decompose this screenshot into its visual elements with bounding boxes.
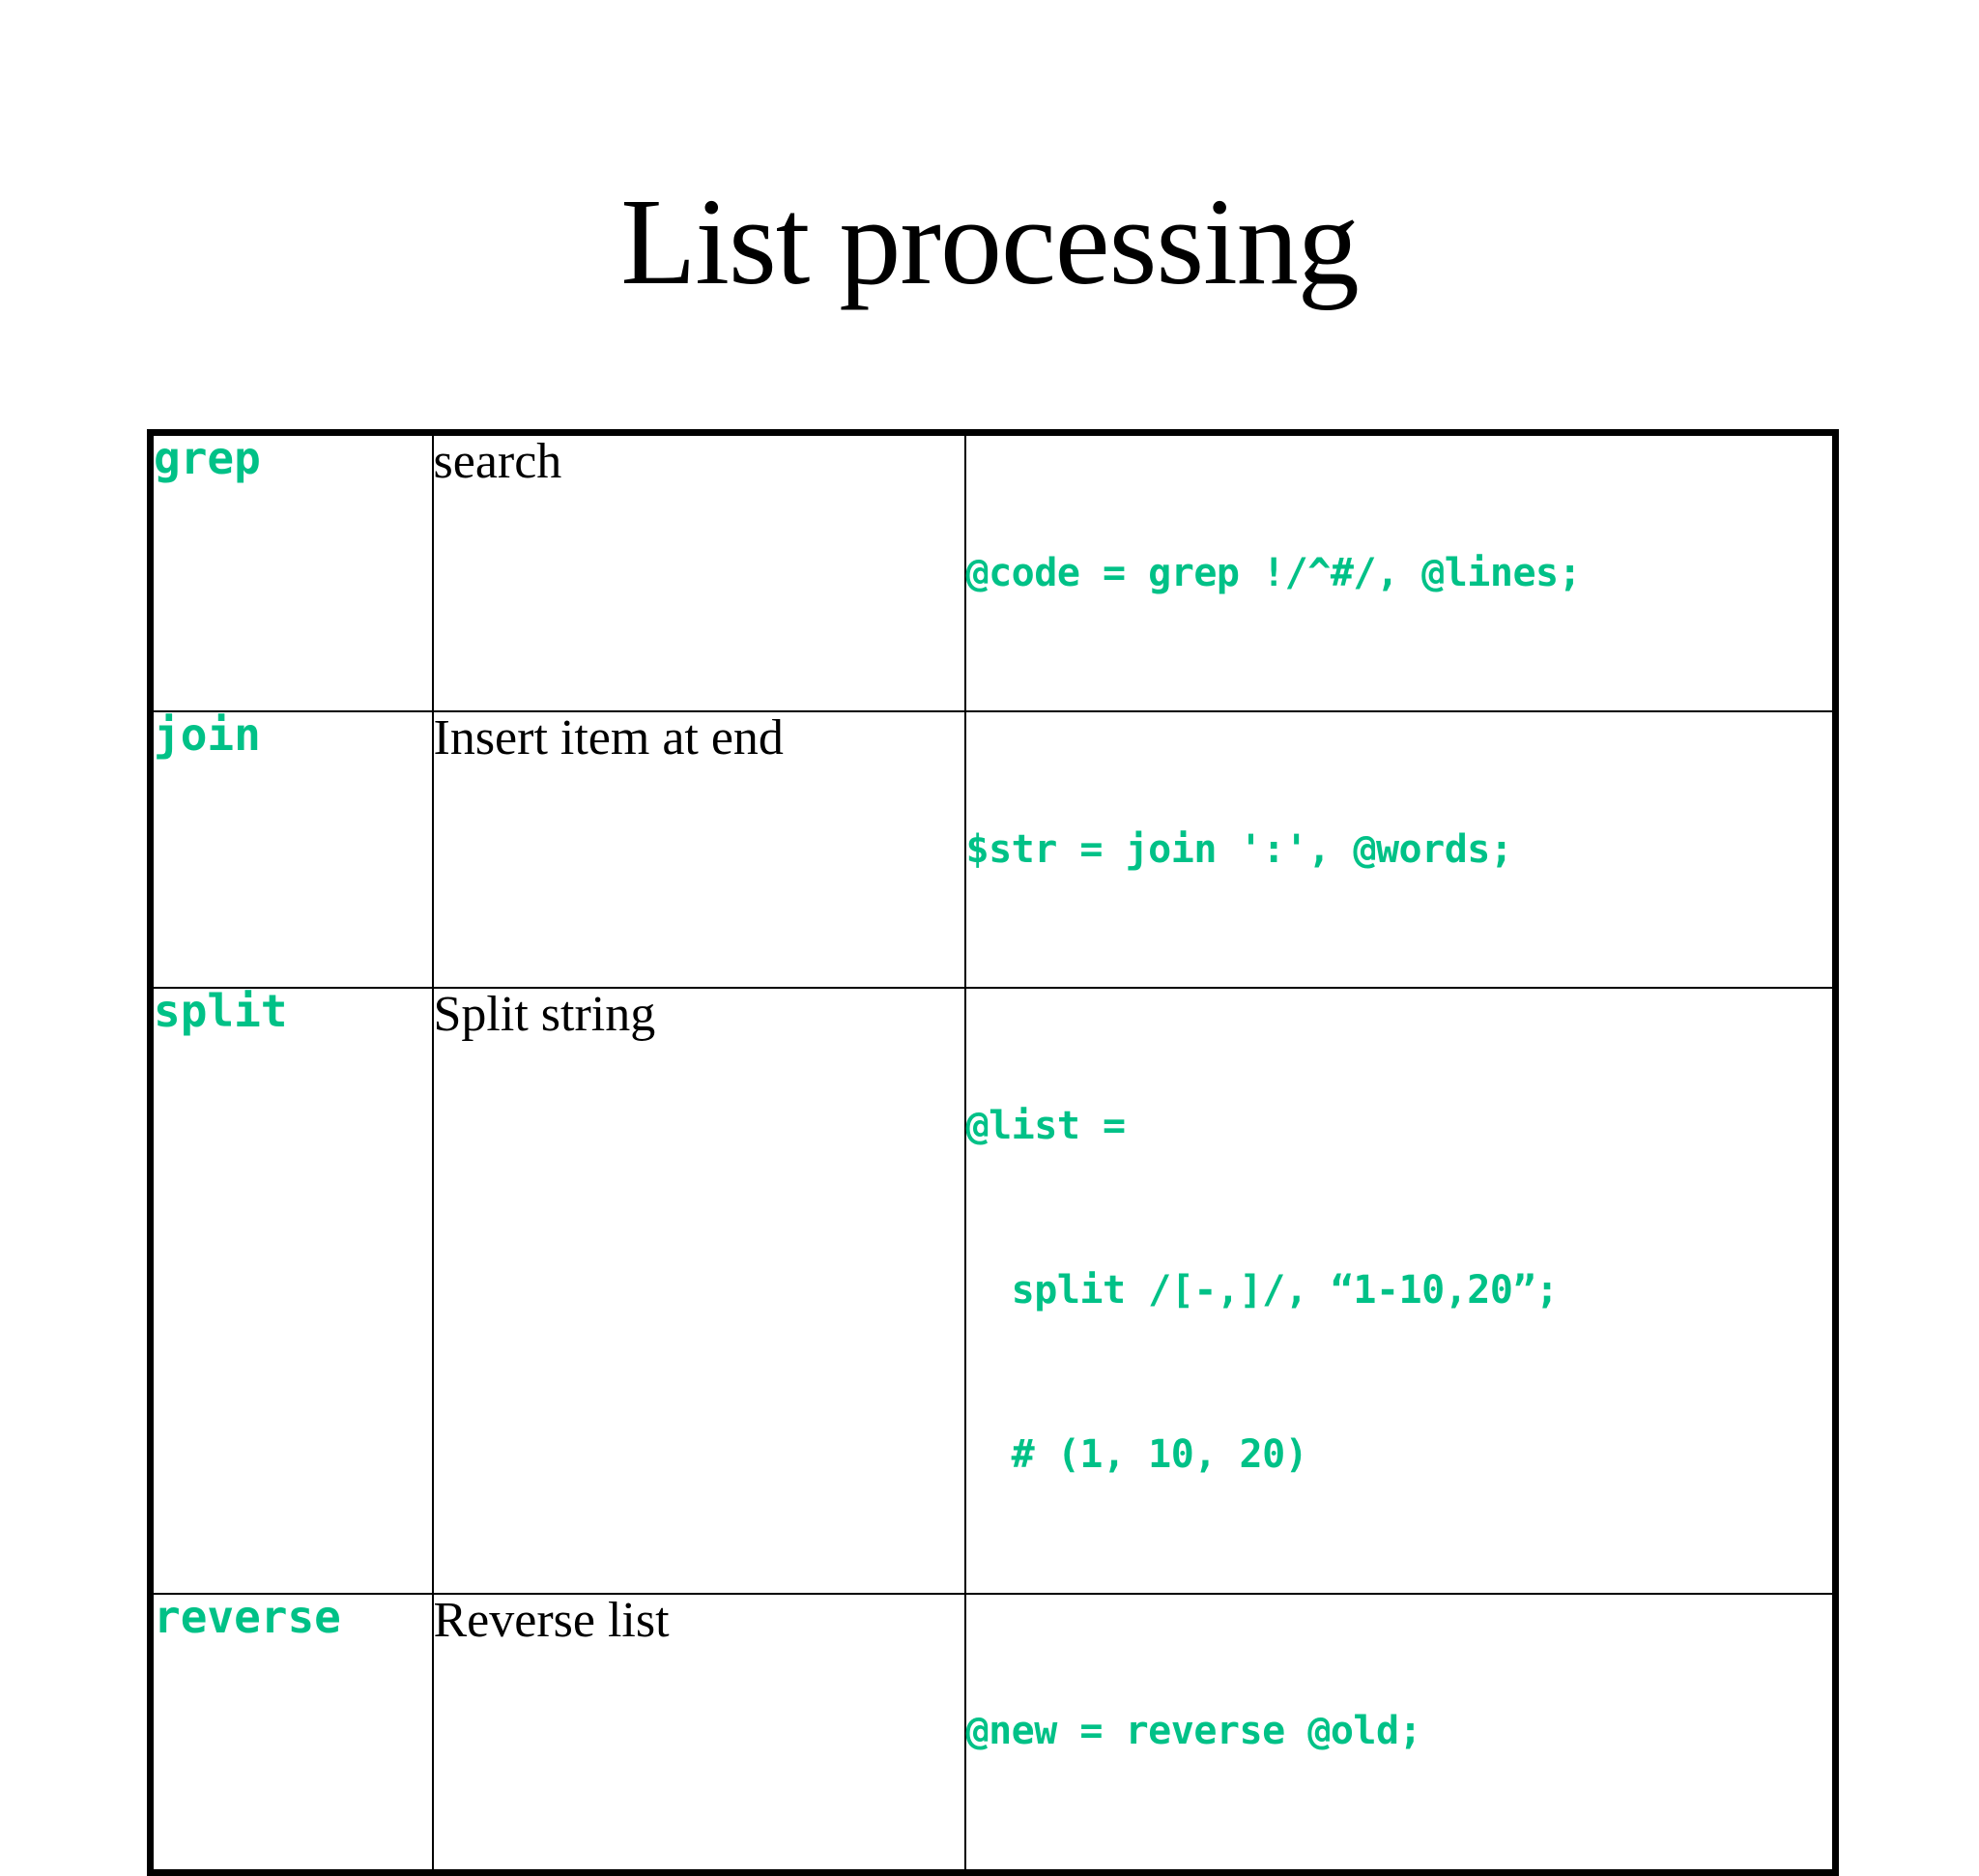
function-example-cell: @list = split /[-,]/, “1-10,20”; # (1, 1… [963,986,1837,1595]
function-example-cell: $str = join ':', @words; [963,709,1837,989]
code-line: @code = grep !/^#/, @lines; [965,550,1582,595]
function-example-cell: @new = reverse @old; [963,1592,1837,1874]
table-row: split Split string @list = split /[-,]/,… [149,986,1837,1595]
function-name-cell: split [149,986,434,1595]
page-title: List processing [620,173,1360,310]
function-name-cell: grep [149,431,434,712]
code-line: split /[-,]/, “1-10,20”; [965,1267,1559,1313]
function-name-cell: reverse [149,1592,434,1874]
function-description-cell: Reverse list [431,1592,966,1874]
code-line: @new = reverse @old; [965,1709,1422,1754]
slide-canvas: List processing grep search @code = grep… [147,173,1839,1876]
code-line: $str = join ':', @words; [965,826,1513,872]
code-line: @list = [965,1103,1127,1148]
code-line: # (1, 10, 20) [965,1432,1308,1478]
list-processing-functions-table: grep search @code = grep !/^#/, @lines; … [147,429,1839,1876]
function-description-cell: Insert item at end [431,709,966,989]
function-description-cell: Split string [431,986,966,1595]
function-example-cell: @code = grep !/^#/, @lines; [963,431,1837,712]
function-description-cell: search [431,431,966,712]
table-row: grep search @code = grep !/^#/, @lines; [149,431,1837,712]
table-row: join Insert item at end $str = join ':',… [149,709,1837,989]
function-name-cell: join [149,709,434,989]
table-row: reverse Reverse list @new = reverse @old… [149,1592,1837,1874]
